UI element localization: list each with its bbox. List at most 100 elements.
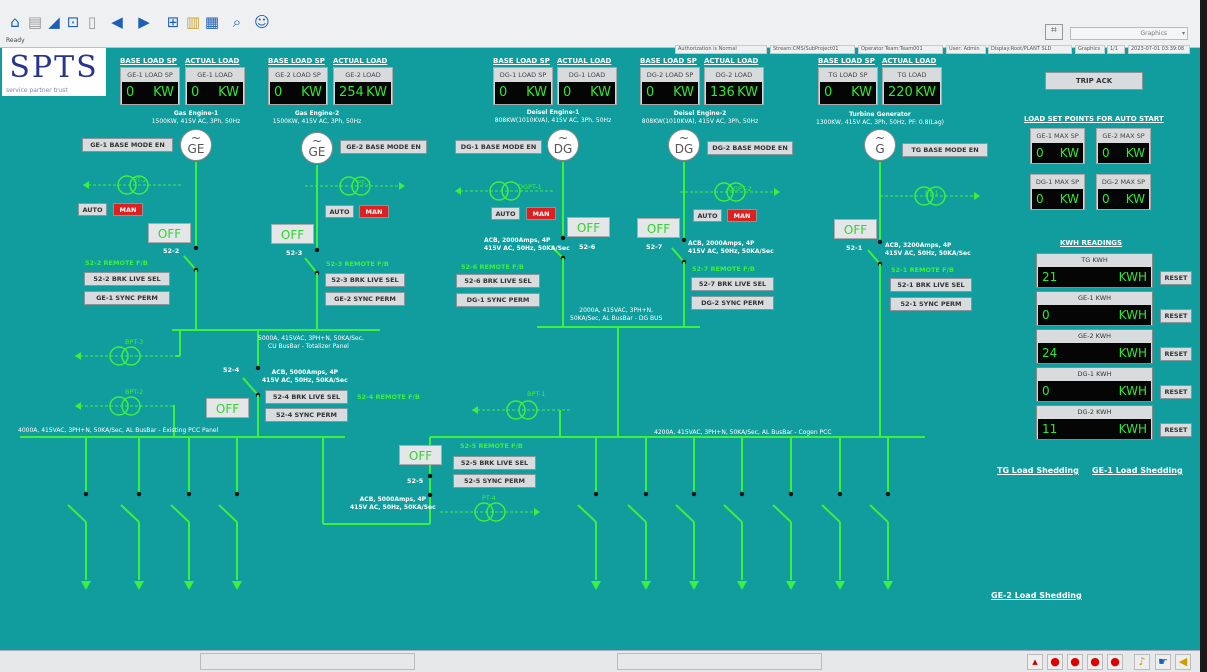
grid-icon[interactable]: ⊞ bbox=[166, 13, 180, 31]
ge2-load-shedding-link[interactable]: GE-2 Load Shedding bbox=[991, 591, 1082, 600]
search-icon[interactable]: ⌕ bbox=[232, 13, 242, 31]
kwh-reset-button[interactable]: RESET bbox=[1160, 347, 1192, 361]
sync-perm-button[interactable]: 52-5 SYNC PERM bbox=[453, 474, 536, 488]
trip-ack-button[interactable]: TRIP ACK bbox=[1045, 72, 1143, 90]
alarm-up-icon[interactable]: ▴ bbox=[1027, 654, 1043, 670]
kwh-reset-button[interactable]: RESET bbox=[1160, 271, 1192, 285]
forward-icon[interactable]: ▶ bbox=[138, 13, 150, 31]
sync-perm-button[interactable]: DG-2 SYNC PERM bbox=[691, 296, 774, 310]
breaker-label: 52-1 bbox=[846, 244, 863, 252]
breaker-status-button[interactable]: OFF bbox=[399, 445, 442, 465]
auto-mode-button[interactable]: AUTO bbox=[78, 203, 107, 216]
breaker-status-button[interactable]: OFF bbox=[206, 398, 249, 418]
auto-mode-button[interactable]: AUTO bbox=[491, 207, 520, 220]
brk-live-sel-button[interactable]: 52-1 BRK LIVE SEL bbox=[890, 278, 972, 292]
keypad-icon[interactable]: ⌗ bbox=[1045, 24, 1063, 40]
alarm-list-icon[interactable]: ● bbox=[1067, 654, 1083, 670]
base-mode-enable-button[interactable]: GE-2 BASE MODE EN bbox=[340, 140, 427, 154]
unit: KWH bbox=[1118, 270, 1147, 284]
kwh-reset-button[interactable]: RESET bbox=[1160, 309, 1192, 323]
existing-busbar-label: 4000A, 415VAC, 3PH+N, 50KA/Sec, AL BusBa… bbox=[18, 427, 219, 434]
breaker-status-button[interactable]: OFF bbox=[637, 218, 680, 238]
base-mode-enable-button[interactable]: TG BASE MODE EN bbox=[902, 143, 988, 157]
breaker-status-button[interactable]: OFF bbox=[567, 217, 610, 237]
sp-value: 0 bbox=[824, 85, 833, 100]
sync-perm-button[interactable]: 52-1 SYNC PERM bbox=[890, 297, 972, 311]
manual-mode-button[interactable]: MAN bbox=[359, 205, 389, 218]
generator-symbol[interactable]: ~G bbox=[864, 129, 896, 161]
alarm-ack-icon[interactable]: ● bbox=[1047, 654, 1063, 670]
brk-live-sel-button[interactable]: 52-3 BRK LIVE SEL bbox=[325, 273, 405, 287]
breaker-status-button[interactable]: OFF bbox=[148, 223, 191, 243]
base-mode-enable-button[interactable]: DG-1 BASE MODE EN bbox=[455, 140, 542, 154]
lock-icon[interactable]: ⊡ bbox=[66, 13, 80, 31]
unit: KW bbox=[153, 85, 174, 100]
alarm-history-icon[interactable]: ● bbox=[1107, 654, 1123, 670]
kwh-reset-button[interactable]: RESET bbox=[1160, 423, 1192, 437]
generator-symbol[interactable]: ~DG bbox=[547, 129, 579, 161]
kwh-label: TG KWH bbox=[1081, 256, 1108, 264]
conductor bbox=[120, 504, 140, 523]
brk-live-sel-button[interactable]: 52-6 BRK LIVE SEL bbox=[456, 274, 540, 288]
back-icon[interactable]: ◀ bbox=[111, 13, 123, 31]
generator-name: Deisel Engine-2 bbox=[673, 110, 727, 117]
trend-icon[interactable]: ◢ bbox=[48, 13, 60, 31]
home-icon[interactable]: ⌂ bbox=[10, 13, 20, 31]
unit: KW bbox=[366, 85, 387, 100]
kwh-reset-button[interactable]: RESET bbox=[1160, 385, 1192, 399]
sync-perm-button[interactable]: DG-1 SYNC PERM bbox=[456, 293, 540, 307]
brk-live-sel-button[interactable]: 52-2 BRK LIVE SEL bbox=[84, 272, 170, 286]
pt-label: PT-4 bbox=[482, 494, 496, 502]
bell-icon[interactable]: ♪ bbox=[1134, 654, 1150, 670]
acb-line: ACB, 5000Amps, 4P bbox=[271, 369, 339, 376]
ge1-load-shedding-link[interactable]: GE-1 Load Shedding bbox=[1092, 466, 1183, 475]
auto-mode-button[interactable]: AUTO bbox=[693, 209, 722, 222]
brk-live-sel-button[interactable]: 52-5 BRK LIVE SEL bbox=[453, 456, 536, 470]
page-icon[interactable]: ▯ bbox=[87, 13, 97, 31]
generator-type: DG bbox=[553, 142, 573, 156]
base-mode-enable-button[interactable]: GE-1 BASE MODE EN bbox=[82, 138, 173, 152]
breaker-contact bbox=[255, 365, 261, 371]
user-icon[interactable]: ☺ bbox=[254, 13, 270, 31]
sync-perm-button[interactable]: GE-1 SYNC PERM bbox=[84, 291, 170, 305]
base-mode-enable-button[interactable]: DG-2 BASE MODE EN bbox=[707, 141, 793, 155]
auto-mode-button[interactable]: AUTO bbox=[325, 205, 354, 218]
panel-icon[interactable]: ▥ bbox=[185, 13, 201, 31]
generator-symbol[interactable]: ~GE bbox=[301, 132, 333, 164]
help-icon[interactable]: ☛ bbox=[1155, 654, 1171, 670]
manual-mode-button[interactable]: MAN bbox=[526, 207, 556, 220]
sync-perm-button[interactable]: GE-2 SYNC PERM bbox=[325, 292, 405, 306]
alarm-filter-icon[interactable]: ● bbox=[1087, 654, 1103, 670]
transformer-icon bbox=[680, 182, 780, 202]
feeder-arrow-icon bbox=[883, 581, 893, 590]
breaker-status-button[interactable]: OFF bbox=[834, 219, 877, 239]
brk-live-sel-button[interactable]: 52-7 BRK LIVE SEL bbox=[691, 277, 774, 291]
manual-mode-button[interactable]: MAN bbox=[727, 209, 757, 222]
acb-line: ACB, 3200Amps, 4P bbox=[885, 242, 952, 249]
speaker-icon[interactable]: ◀ bbox=[1175, 654, 1191, 670]
acb-line: ACB, 2000Amps, 4P bbox=[688, 240, 755, 247]
generator-symbol[interactable]: ~GE bbox=[180, 129, 212, 161]
tg-load-shedding-link[interactable]: TG Load Shedding bbox=[997, 466, 1079, 475]
brk-live-sel-button[interactable]: 52-4 BRK LIVE SEL bbox=[265, 390, 348, 404]
status-operator: Operator Team:Team001 bbox=[858, 45, 943, 54]
sync-perm-button[interactable]: 52-4 SYNC PERM bbox=[265, 408, 348, 422]
generator-symbol[interactable]: ~DG bbox=[668, 129, 700, 161]
book-icon[interactable]: ▦ bbox=[204, 13, 220, 31]
list-icon[interactable]: ▤ bbox=[27, 13, 43, 31]
breaker-status-button[interactable]: OFF bbox=[271, 224, 314, 244]
manual-mode-button[interactable]: MAN bbox=[113, 203, 143, 216]
graphics-select[interactable]: Graphics▾ bbox=[1070, 27, 1188, 40]
cogen-busbar-label: 4200A, 415VAC, 3PH+N, 50KA/Sec, AL BusBa… bbox=[654, 429, 832, 436]
